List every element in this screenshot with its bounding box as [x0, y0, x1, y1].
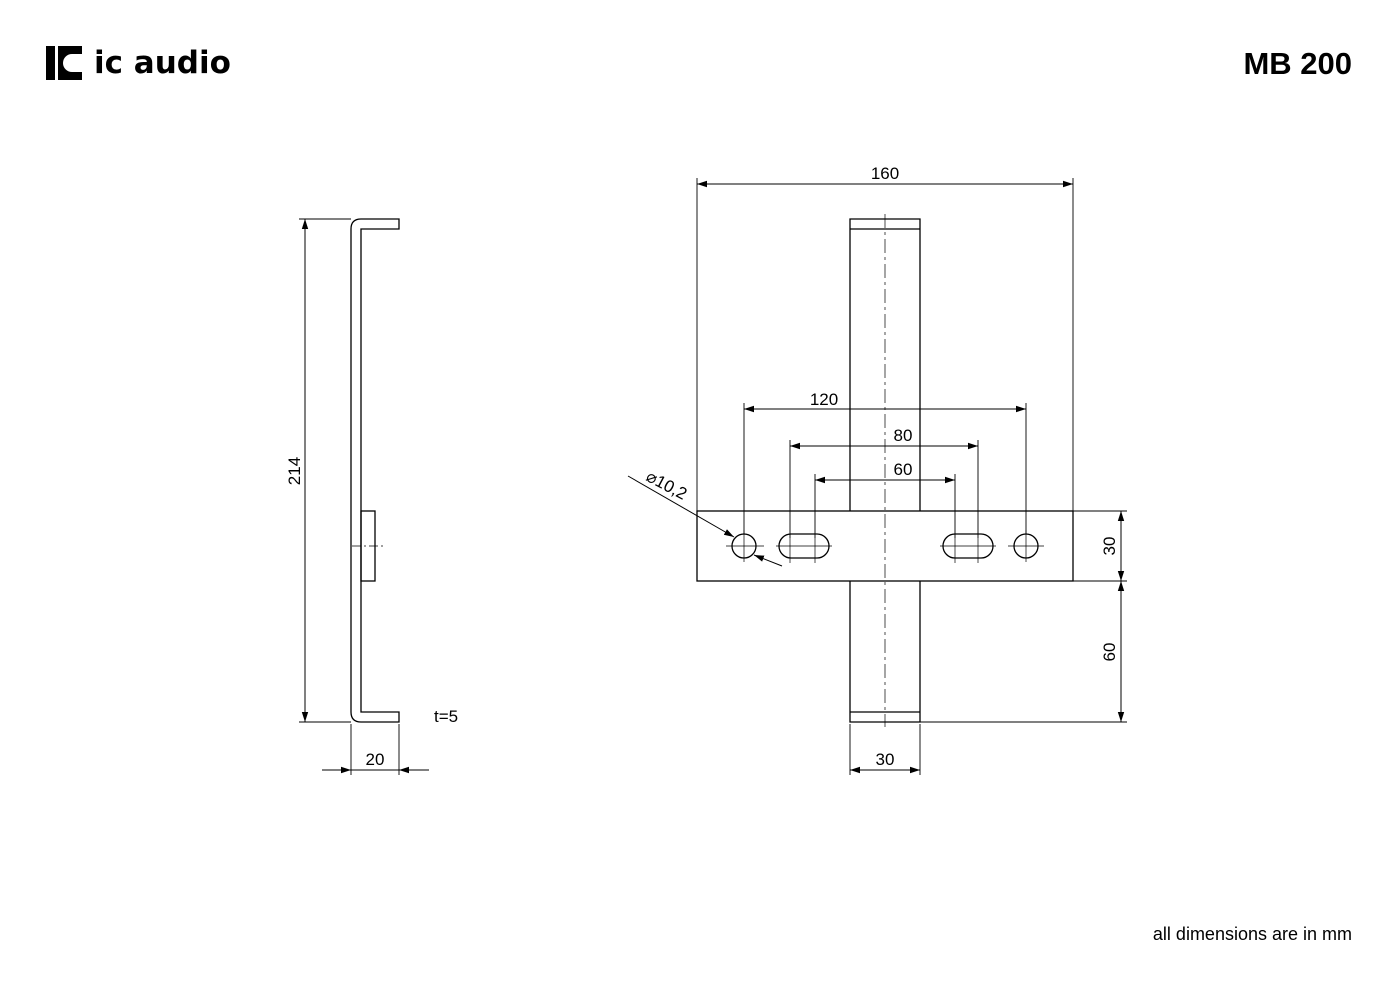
hole-diameter-dimension: ⌀10,2	[627, 467, 783, 567]
bar-width-dimension: 30	[850, 750, 920, 774]
units-note: all dimensions are in mm	[1152, 924, 1352, 944]
horizontal-plate	[696, 510, 1074, 582]
side-depth-dimension: 20	[322, 750, 429, 774]
slot-inner-spacing-label: 60	[894, 460, 913, 479]
hole-spacing-dimension: 120	[744, 390, 1026, 413]
side-height-dimension: 214	[285, 219, 309, 722]
side-profile	[350, 218, 400, 723]
thickness-label: t=5	[434, 707, 458, 726]
lower-offset-label: 60	[1100, 643, 1119, 662]
overall-width-label: 160	[871, 164, 899, 183]
brand-name: ic audio	[94, 45, 231, 81]
front-center-lines	[726, 214, 1044, 727]
slot-outer-spacing-label: 80	[894, 426, 913, 445]
brand-logo: ic audio	[46, 44, 231, 82]
slot-outer-spacing-dimension: 80	[790, 426, 978, 450]
overall-width-dimension: 160	[697, 164, 1073, 188]
side-height-label: 214	[285, 457, 304, 485]
side-view	[299, 218, 400, 775]
model-title: MB 200	[1243, 46, 1352, 81]
slot-inner-spacing-dimension: 60	[815, 460, 955, 484]
front-extension-lines	[696, 178, 1127, 775]
lower-offset-dimension: 60	[1100, 581, 1125, 722]
bar-width-label: 30	[876, 750, 895, 769]
side-depth-label: 20	[366, 750, 385, 769]
brand-logo-icon	[46, 46, 82, 80]
plate-height-label: 30	[1100, 537, 1119, 556]
hole-spacing-label: 120	[810, 390, 838, 409]
plate-height-dimension: 30	[1100, 511, 1125, 581]
